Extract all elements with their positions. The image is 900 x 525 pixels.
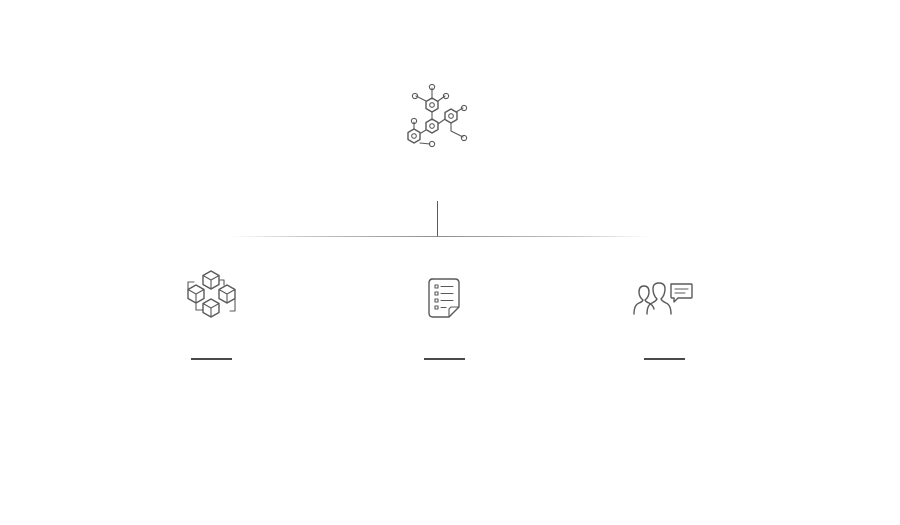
stacked-cubes-icon [187,270,236,318]
child-node-1 [184,268,240,322]
checklist-document-icon [428,278,460,318]
child-node-3 [630,280,696,318]
branch-connector [230,236,650,237]
molecule-network-icon [407,83,468,148]
root-node [400,82,472,150]
child-underline-2 [424,358,465,360]
people-chat-icon [633,282,693,315]
root-connector [437,201,438,237]
child-underline-1 [191,358,232,360]
child-underline-3 [644,358,685,360]
child-node-2 [426,276,462,320]
